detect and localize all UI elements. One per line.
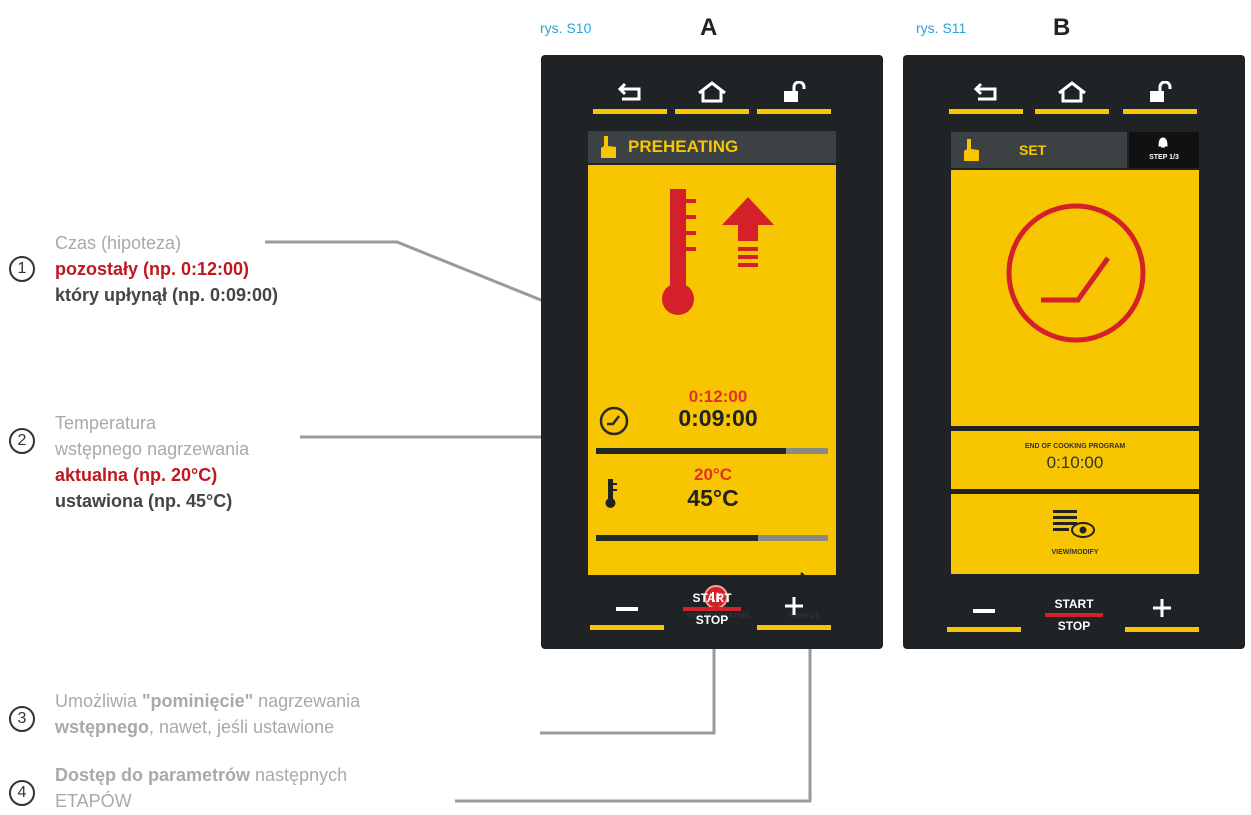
stop-label: STOP xyxy=(695,613,729,627)
annotation-3: Umożliwia "pominięcie" nagrzewania wstęp… xyxy=(55,691,361,737)
view-modify-icon xyxy=(1053,510,1095,538)
temp-current: 20°C xyxy=(694,465,732,484)
home-icon xyxy=(698,81,726,103)
view-modify-button[interactable]: VIEW/MODIFY xyxy=(951,494,1199,574)
lock-button-b[interactable] xyxy=(1123,72,1197,114)
minus-icon xyxy=(616,607,638,611)
annotation-2: Temperatura wstępnego nagrzewania aktual… xyxy=(55,413,250,511)
screen-a: 0:12:00 0:09:00 20°C 45°C SKIP PREHEATIN… xyxy=(588,165,836,620)
skip-preheating-button[interactable]: SKIP PREHEATING xyxy=(668,585,768,625)
stop-label-b: STOP xyxy=(1057,619,1091,633)
back-icon xyxy=(617,82,641,101)
time-elapsed: 0:09:00 xyxy=(678,405,758,431)
temp-progress-fill xyxy=(596,535,759,541)
step-tab-b[interactable]: STEP 1/3 xyxy=(1129,132,1199,168)
caption-a: rys. S10 xyxy=(540,20,592,36)
time-remaining: 0:12:00 xyxy=(688,387,748,406)
clock-screen-b xyxy=(951,170,1199,426)
mode-label-b: SET xyxy=(1019,142,1047,158)
mode-header-b[interactable]: SET xyxy=(951,132,1127,168)
arrow-up-icon xyxy=(722,197,774,267)
thermometer-icon xyxy=(662,189,696,315)
lock-button[interactable] xyxy=(757,72,831,114)
panel-letter-a: A xyxy=(700,14,718,41)
caption-b: rys. S11 xyxy=(916,20,967,36)
minus-icon xyxy=(973,609,995,613)
temp-progress-bar xyxy=(596,535,828,541)
mode-label: PREHEATING xyxy=(628,137,739,156)
plus-button[interactable] xyxy=(757,595,831,631)
home-button-b[interactable] xyxy=(1035,72,1109,114)
plus-button-b[interactable] xyxy=(1125,597,1199,633)
plus-icon xyxy=(785,597,803,615)
unlock-icon xyxy=(1150,81,1172,102)
minus-button[interactable] xyxy=(590,595,664,631)
back-button[interactable] xyxy=(593,72,667,114)
step-label-b: STEP 1/3 xyxy=(1149,154,1179,161)
device-panel-a: PREHEATING 0:12:00 0:09:00 xyxy=(541,55,883,649)
step-label: STEP 1/1 xyxy=(789,613,819,620)
temp-set: 45°C xyxy=(687,485,739,511)
panel-letter-b: B xyxy=(1053,14,1071,41)
small-thermometer-icon xyxy=(605,479,617,508)
minus-button-b[interactable] xyxy=(947,597,1021,633)
bell-icon xyxy=(1158,137,1168,148)
clock-icon xyxy=(599,406,629,436)
end-label: END OF COOKING PROGRAM xyxy=(1024,443,1126,450)
unlock-icon xyxy=(784,81,806,102)
annotation-4: Dostęp do parametrów następnych ETAPÓW xyxy=(55,765,348,811)
home-button[interactable] xyxy=(675,72,749,114)
start-stop-button-b[interactable]: START STOP xyxy=(1039,597,1109,643)
mode-header: PREHEATING xyxy=(588,131,836,163)
time-progress-bar xyxy=(596,448,828,454)
end-of-program-box[interactable]: END OF COOKING PROGRAM 0:10:00 xyxy=(951,431,1199,489)
annotation-number-2: 2 xyxy=(9,428,35,454)
start-label-b: START xyxy=(1054,597,1094,611)
hand-icon xyxy=(601,136,616,158)
start-stop-button[interactable]: START STOP xyxy=(677,591,747,637)
device-panel-b: SET STEP 1/3 END OF COOKING PROGRAM 0:10… xyxy=(903,55,1245,649)
back-button-b[interactable] xyxy=(949,72,1023,114)
clock-icon-large xyxy=(1006,203,1146,343)
hand-icon xyxy=(964,139,979,161)
next-step-button[interactable]: STEP 1/1 xyxy=(778,570,830,626)
start-label: START xyxy=(692,591,732,605)
skip-label: SKIP PREHEATING xyxy=(686,613,750,620)
home-icon xyxy=(1058,81,1086,103)
plus-icon xyxy=(1153,599,1171,617)
back-icon xyxy=(973,82,997,101)
view-label: VIEW/MODIFY xyxy=(1051,549,1099,556)
chevron-right-icon xyxy=(800,572,815,598)
time-progress-fill xyxy=(596,448,787,454)
annotation-1: Czas (hipoteza) pozostały (np. 0:12:00) … xyxy=(55,233,279,305)
annotation-number-4: 4 xyxy=(9,780,35,806)
annotation-number-1: 1 xyxy=(9,256,35,282)
annotation-number-3: 3 xyxy=(9,706,35,732)
end-time: 0:10:00 xyxy=(1046,453,1104,472)
